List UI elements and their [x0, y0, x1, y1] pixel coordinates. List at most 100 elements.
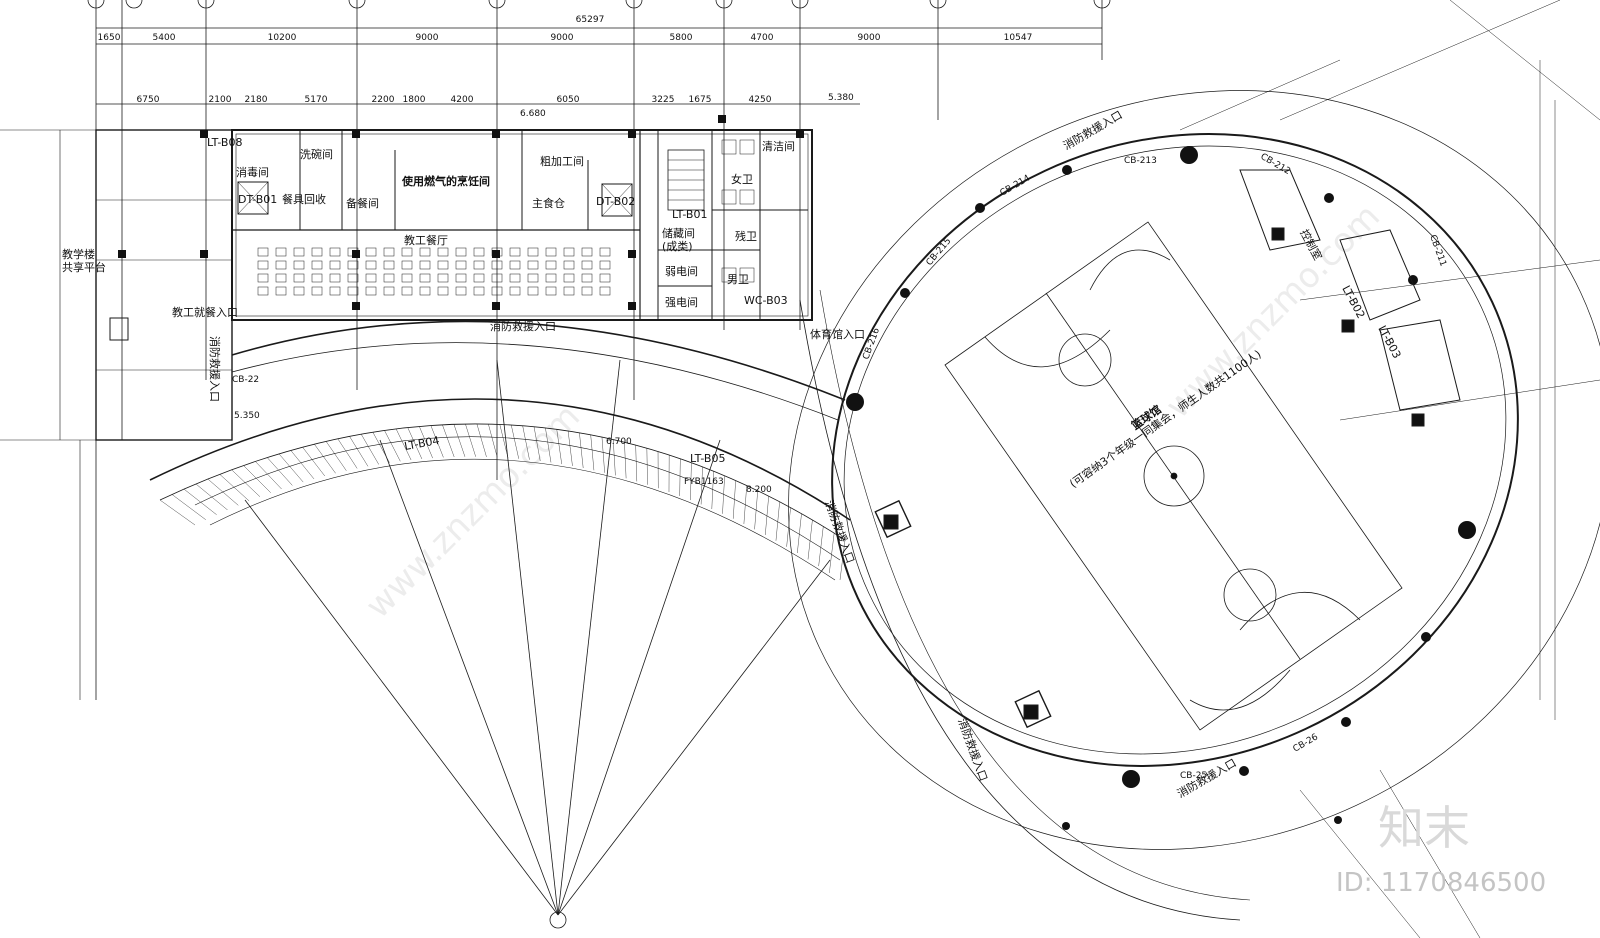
stair-tread	[690, 462, 692, 501]
stair-tread	[361, 434, 379, 465]
tag-elevator: DT-B01	[238, 193, 277, 206]
span-dimension: 4700	[751, 33, 774, 43]
dining-table	[545, 286, 557, 296]
dining-table	[581, 247, 593, 257]
room-label-rough-process: 粗加工间	[540, 155, 584, 168]
dining-table	[491, 273, 503, 283]
west-annex	[0, 129, 233, 700]
stair-tread	[732, 480, 736, 519]
label-fire-rescue-entrance: 消防救援入口	[208, 336, 222, 402]
stair-tread	[624, 442, 627, 479]
dimension-text-group: 65297 1650 5400 10200 9000 9000 5800 470…	[98, 15, 1033, 105]
dining-table	[437, 286, 449, 296]
dining-table	[545, 247, 557, 257]
dining-table	[275, 273, 287, 283]
span-dimension: 9000	[551, 33, 574, 43]
stair-tread	[465, 423, 476, 457]
watermark-id: ID: 1170846500	[1336, 868, 1546, 898]
secondary-dimension: 1800	[403, 95, 426, 105]
stair-tread	[325, 441, 347, 471]
dining-table	[293, 260, 305, 270]
stair-tread	[533, 426, 541, 462]
dining-table	[329, 260, 341, 270]
dining-table	[293, 273, 305, 283]
stair-tread	[171, 494, 206, 520]
stair-tread	[579, 432, 584, 469]
dining-table	[383, 247, 395, 257]
canteen-block	[231, 129, 813, 321]
tag-beam: CB-25	[1180, 771, 1207, 781]
room-label-disinfect: 消毒间	[236, 165, 269, 179]
stair-tread	[775, 501, 780, 541]
span-dimension: 10547	[1004, 33, 1033, 43]
tag-stair: LT-B05	[690, 452, 725, 465]
stair-tread	[567, 430, 573, 466]
dining-table	[581, 260, 593, 270]
tag-misc: FYB1163	[684, 477, 724, 487]
dining-table	[599, 286, 611, 296]
dining-table	[455, 260, 467, 270]
dining-table	[509, 286, 521, 296]
dining-table	[491, 260, 503, 270]
stair-tread	[722, 475, 725, 514]
dining-table	[257, 286, 269, 296]
dining-table	[311, 273, 323, 283]
stair-tread	[590, 434, 595, 471]
tag-beam: CB-214	[999, 173, 1033, 198]
tag-beam: CB-26	[1292, 732, 1321, 754]
room-label-male-wc: 男卫	[727, 273, 749, 286]
dining-table	[401, 273, 413, 283]
dining-table	[419, 247, 431, 257]
dining-table	[419, 286, 431, 296]
elevation-mark: 5.350	[234, 411, 260, 421]
dining-table	[365, 247, 377, 257]
dining-table	[275, 286, 287, 296]
stair-tread	[430, 425, 444, 458]
top-dimension-chain	[87, 0, 1111, 700]
secondary-dimension: 4200	[451, 95, 474, 105]
dining-table	[365, 273, 377, 283]
secondary-dimension: 2100	[209, 95, 232, 105]
stair-tread	[807, 519, 813, 560]
dining-table	[419, 260, 431, 270]
tag-elevator: DT-B02	[596, 195, 635, 208]
stair-tread	[419, 426, 433, 459]
dining-table	[473, 247, 485, 257]
dining-table	[455, 247, 467, 257]
dining-table	[527, 286, 539, 296]
tag-stair: LT-B04	[403, 434, 440, 453]
stair-tread	[407, 427, 423, 460]
room-label-staff-canteen: 教工餐厅	[404, 233, 448, 247]
stair-tread	[711, 471, 714, 510]
stair-tread	[314, 444, 336, 474]
room-label-accessible-wc: 残卫	[735, 229, 757, 243]
dining-table	[509, 260, 521, 270]
dining-table	[455, 286, 467, 296]
stair-tread	[219, 474, 250, 502]
stair-tread	[384, 430, 401, 462]
stair-tread	[601, 437, 605, 473]
room-label-cleaning: 清洁间	[762, 140, 795, 153]
elevation-mark: 8.200	[746, 485, 772, 495]
dining-table	[581, 273, 593, 283]
secondary-dimension: 6050	[557, 95, 580, 105]
span-dimension: 9000	[416, 33, 439, 43]
stair-tread	[818, 526, 824, 567]
dining-table	[257, 273, 269, 283]
stair-tread	[395, 428, 412, 461]
radial-setting-lines	[244, 359, 831, 929]
label-teaching-platform: 教学楼共享平台	[62, 247, 106, 274]
dining-table	[527, 260, 539, 270]
dining-table	[365, 286, 377, 296]
room-label-gas-stove: 使用燃气的烹饪间	[401, 174, 490, 188]
stair-tread	[255, 461, 282, 490]
elevation-mark: 5.380	[828, 93, 854, 103]
tag-beam: CB-211	[1427, 234, 1448, 268]
dining-table	[473, 260, 485, 270]
stair-tread	[700, 466, 703, 505]
tag-stair: LT-B03	[1375, 323, 1403, 360]
span-dimension: 1650	[98, 33, 121, 43]
dining-table	[437, 273, 449, 283]
secondary-dimension: 3225	[652, 95, 675, 105]
span-dimension: 10200	[268, 33, 297, 43]
